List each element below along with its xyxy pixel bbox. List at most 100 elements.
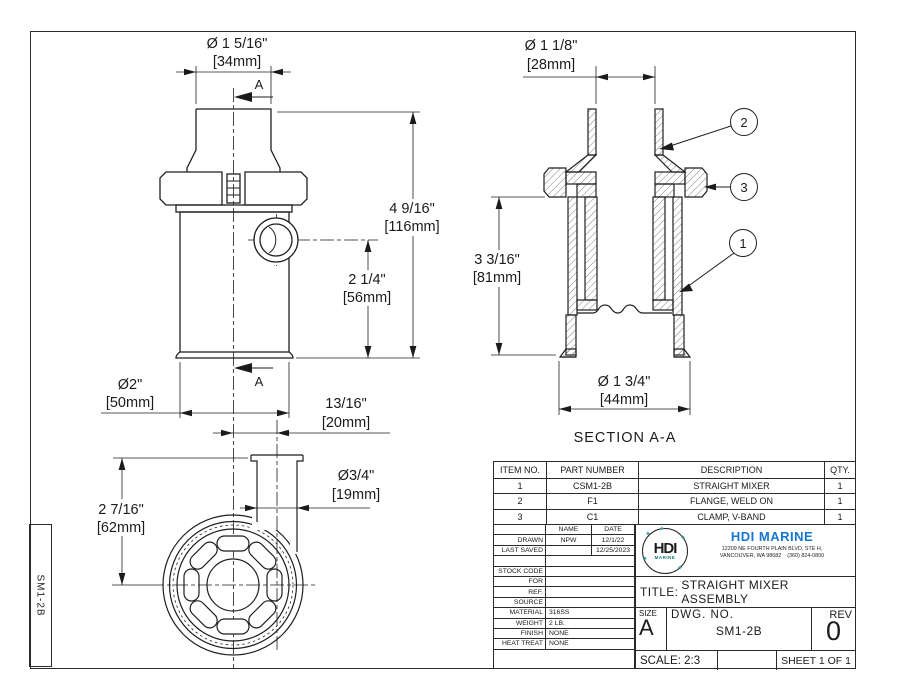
bom-cell: 1 (824, 493, 855, 509)
balloon-1 (729, 229, 757, 257)
section-view-dimensions (468, 66, 691, 415)
section-view (543, 108, 708, 358)
field-value (546, 577, 634, 586)
field-label: FINISH (494, 628, 546, 639)
sheet-border (30, 31, 856, 669)
dim-top-dia-in: Ø 1 5/16" (207, 36, 268, 52)
logo-text: HDI (653, 540, 678, 557)
dim-body-dia-in: Ø2" (118, 377, 143, 393)
dim-bottom-dia-mm: [44mm] (600, 392, 648, 408)
field-label: REF. (494, 587, 546, 597)
hdi-logo: ✦ ✦ ✦ ✦ ✦ HDI MARINE (642, 526, 688, 574)
saved-label: LAST SAVED (494, 545, 546, 556)
empty-cell (718, 651, 777, 670)
dwg-number: SM1-2B (715, 624, 763, 638)
bom-header-qty: QTY. (824, 462, 855, 478)
dim-height-mm: [116mm] (384, 219, 439, 235)
clamp-section-left (543, 167, 567, 198)
balloon-2 (730, 108, 758, 136)
company-phone: (360) 824-0800 (787, 553, 825, 559)
front-view-dimensions (101, 66, 443, 437)
field-label: HEAT TREAT (494, 639, 546, 649)
bom-header-desc: DESCRIPTION (638, 462, 824, 478)
rev-value: 0 (825, 616, 842, 646)
bom-cell: 2 (494, 493, 546, 509)
balloon-3-label: 3 (740, 180, 747, 195)
dim-offset-in: 13/16" (325, 396, 366, 412)
bottom-view (150, 420, 318, 656)
clamp-left-half (159, 171, 223, 206)
sheet-cell: SHEET 1 OF 1 (781, 654, 851, 667)
dim-bottom-dia-in: Ø 1 3/4" (598, 374, 651, 390)
dwg-label: DWG. NO. (671, 609, 734, 621)
logo-subtext: MARINE (654, 555, 676, 560)
rev-label: REV (829, 609, 852, 621)
bom-cell: STRAIGHT MIXER (638, 477, 824, 493)
dim-depth-mm: [81mm] (473, 270, 521, 286)
drawn-name: NPW (546, 535, 592, 545)
bom-cell: FLANGE, WELD ON (638, 493, 824, 509)
drawing-title: STRAIGHT MIXER ASSEMBLY (681, 578, 789, 606)
company-name: HDI MARINE (730, 529, 814, 544)
balloon-3 (730, 173, 758, 201)
scale-cell: SCALE: 2:3 (636, 651, 718, 670)
dim-height-in: 4 9/16" (389, 201, 434, 217)
name-header: NAME (546, 525, 592, 535)
dim-port-in: 2 1/4" (348, 272, 385, 288)
edge-tab: SM1-2B (29, 524, 52, 667)
field-label: FOR (494, 576, 546, 587)
bom-cell: 1 (824, 477, 855, 493)
saved-date: 12/25/2023 (595, 546, 631, 554)
section-label-bottom: A (255, 374, 264, 389)
field-value (546, 567, 634, 576)
balloon-callouts (659, 108, 758, 292)
field-label: MATERIAL (494, 608, 546, 618)
dim-center-mm: [62mm] (97, 520, 145, 536)
edge-tab-label: SM1-2B (35, 574, 46, 617)
drawn-date: 12/1/22 (601, 536, 625, 544)
field-label: SOURCE (494, 597, 546, 608)
balloon-1-label: 1 (739, 236, 746, 251)
logo-star-icon: ✦ (677, 565, 683, 572)
size-cell: SIZE A (636, 608, 667, 650)
company-block: ✦ ✦ ✦ ✦ ✦ HDI MARINE HDI MARINE 12209 NE… (636, 525, 855, 577)
clamp-right-half (244, 171, 308, 206)
bom-table: ITEM NO. PART NUMBER DESCRIPTION QTY. 1 … (493, 461, 856, 525)
company-address-line2: VANCOUVER, WA 98682 (719, 553, 782, 559)
dim-port-dia-in: Ø3/4" (338, 468, 375, 484)
section-cut-arrows (234, 92, 273, 373)
bom-cell: CLAMP, V-BAND (638, 508, 824, 524)
field-value (546, 587, 634, 596)
saved-name (546, 545, 592, 556)
bom-cell: F1 (546, 493, 638, 509)
drawn-label: DRAWN (494, 535, 546, 545)
field-value: 316SS (549, 609, 570, 617)
dim-port-mm: [56mm] (343, 290, 391, 306)
bom-cell: CSM1-2B (546, 477, 638, 493)
logo-star-icon: ✦ (659, 526, 665, 533)
title-block-right: ✦ ✦ ✦ ✦ ✦ HDI MARINE HDI MARINE 12209 NE… (635, 525, 855, 670)
size-label: SIZE (639, 609, 657, 618)
size-value: A (639, 615, 654, 640)
dim-top-dia-mm: [34mm] (213, 54, 261, 70)
dim-center-in: 2 7/16" (98, 502, 143, 518)
field-value: NONE (549, 630, 569, 638)
field-label: STOCK CODE (494, 566, 546, 576)
field-value: NONE (549, 640, 569, 648)
title-label: TITLE: (640, 585, 679, 599)
dim-depth-in: 3 3/16" (474, 252, 519, 268)
logo-star-icon: ✦ (642, 556, 648, 563)
balloon-2-label: 2 (740, 115, 747, 130)
side-port-inner (259, 223, 293, 257)
company-address-line1: 12209 NE FOURTH PLAIN BLVD, STE H, (721, 546, 823, 552)
rev-cell: REV 0 (812, 608, 855, 650)
dim-inner-dia-mm: [28mm] (527, 57, 575, 73)
bom-cell: 3 (494, 508, 546, 525)
dim-offset-mm: [20mm] (322, 415, 370, 431)
field-label: WEIGHT (494, 618, 546, 628)
front-view (159, 88, 378, 668)
dim-port-dia-mm: [19mm] (332, 487, 380, 503)
bom-cell: C1 (546, 508, 638, 524)
